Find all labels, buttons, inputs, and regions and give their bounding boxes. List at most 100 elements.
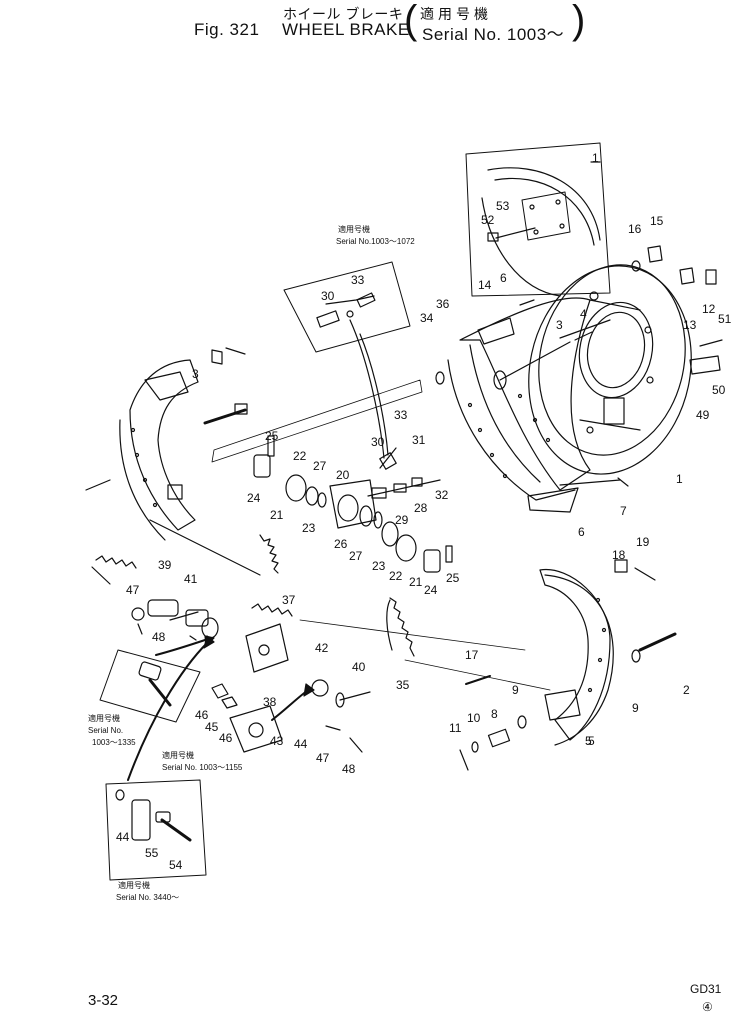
- part-number: 55: [145, 846, 159, 860]
- part-number: 30: [321, 289, 335, 303]
- part-number: 16: [628, 222, 642, 236]
- part-number: 6: [500, 271, 507, 285]
- note-serial: Serial No.: [88, 726, 123, 735]
- page-number: 3-32: [88, 992, 119, 1009]
- part-number: 37: [282, 593, 296, 607]
- part-number: 2: [683, 683, 690, 697]
- part-number: 10: [467, 711, 481, 725]
- part-number: 27: [349, 549, 363, 563]
- return-springs: [95, 519, 551, 691]
- part-number: 40: [352, 660, 366, 674]
- part-number: 48: [152, 630, 166, 644]
- part-number: 12: [702, 302, 716, 316]
- arrow-1003-1155: [271, 683, 315, 721]
- part-number: 24: [247, 491, 261, 505]
- part-number: 43: [270, 734, 284, 748]
- revision-mark: ④: [702, 1000, 713, 1014]
- part-number: 5: [588, 734, 595, 748]
- part-number: 9: [512, 683, 519, 697]
- part-number: 23: [302, 521, 316, 535]
- part-number: 41: [184, 572, 198, 586]
- part-number: 22: [293, 449, 307, 463]
- part-number: 22: [389, 569, 403, 583]
- part-number: 17: [465, 648, 479, 662]
- part-number: 13: [683, 318, 697, 332]
- part-number: 3: [192, 367, 199, 381]
- part-number: 29: [395, 513, 409, 527]
- part-number: 28: [414, 501, 428, 515]
- inset-pin-3440: [105, 635, 215, 881]
- part-number: 54: [169, 858, 183, 872]
- part-number: 33: [351, 273, 365, 287]
- brake-shoe-right: [447, 297, 591, 513]
- inset-pin-1003-1335: [99, 635, 215, 723]
- note-jp: 適用号機: [88, 713, 120, 723]
- part-number: 52: [481, 213, 495, 227]
- part-number: 15: [650, 214, 664, 228]
- part-number: 36: [436, 297, 450, 311]
- part-number: 6: [578, 525, 585, 539]
- brake-shoe-bottom: [539, 568, 614, 746]
- part-number: 7: [620, 504, 627, 518]
- part-number: 14: [478, 278, 492, 292]
- adjuster-assembly: [131, 599, 371, 753]
- part-number: 23: [372, 559, 386, 573]
- serial-range: Serial No. 1003～: [422, 25, 565, 44]
- part-number: 25: [446, 571, 460, 585]
- model-code: GD31: [690, 982, 722, 996]
- part-number: 5: [585, 734, 592, 748]
- part-number: 49: [696, 408, 710, 422]
- part-number: 21: [270, 508, 284, 522]
- part-number: 39: [158, 558, 172, 572]
- part-number: 8: [491, 707, 498, 721]
- inset-backing-plate: [465, 142, 611, 297]
- note-jp: 適用号機: [162, 750, 194, 760]
- part-number: 3: [556, 318, 563, 332]
- part-number: 32: [435, 488, 449, 502]
- part-number: 1: [676, 472, 683, 486]
- serial-label-japanese: 適用号機: [420, 6, 492, 22]
- hardware-parts: [85, 245, 723, 771]
- note-jp: 適用号機: [118, 880, 150, 890]
- part-number: 50: [712, 383, 726, 397]
- part-number: 47: [126, 583, 140, 597]
- part-number: 19: [636, 535, 650, 549]
- part-number: 4: [580, 307, 587, 321]
- note-serial: 1003～1335: [92, 738, 136, 747]
- part-number: 1: [592, 151, 599, 165]
- part-number: 48: [342, 762, 356, 776]
- serial-notes: 適用号機 Serial No.1003～1072 適用号機 Serial No.…: [88, 224, 415, 902]
- part-number: 46: [195, 708, 209, 722]
- part-number: 9: [632, 701, 639, 715]
- part-number: 25: [265, 429, 279, 443]
- inset-bleeder: [283, 261, 411, 353]
- wheel-cylinder: [211, 319, 453, 573]
- part-number: 20: [336, 468, 350, 482]
- note-serial: Serial No. 1003～1155: [162, 763, 243, 772]
- part-number: 33: [394, 408, 408, 422]
- part-number: 44: [116, 830, 130, 844]
- part-number: 47: [316, 751, 330, 765]
- part-number: 53: [496, 199, 510, 213]
- part-number: 35: [396, 678, 410, 692]
- note-serial: Serial No. 3440～: [116, 893, 179, 902]
- note-serial: Serial No.1003～1072: [336, 237, 415, 246]
- part-number: 46: [219, 731, 233, 745]
- part-number: 38: [263, 695, 277, 709]
- part-number: 30: [371, 435, 385, 449]
- part-number: 27: [313, 459, 327, 473]
- part-number: 21: [409, 575, 423, 589]
- part-number: 34: [420, 311, 434, 325]
- note-jp: 適用号機: [338, 224, 370, 234]
- figure-number: Fig. 321: [194, 20, 260, 39]
- left-paren: (: [404, 0, 418, 42]
- part-number: 31: [412, 433, 426, 447]
- part-number: 26: [334, 537, 348, 551]
- part-number: 42: [315, 641, 329, 655]
- part-number-labels: 1 1 2 3 3 4 5 5 6 6 7 8 9 9 10 11 12 13 …: [116, 151, 732, 872]
- part-number: 18: [612, 548, 626, 562]
- brake-shoe-left: [119, 359, 199, 541]
- right-paren: ): [572, 0, 586, 42]
- part-number: 44: [294, 737, 308, 751]
